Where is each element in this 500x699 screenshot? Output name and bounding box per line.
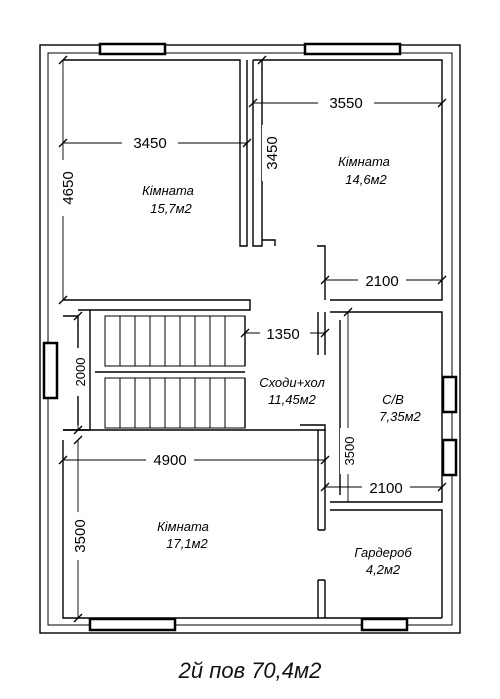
room-bottom-name: Кімната [157, 519, 209, 534]
dim-1350: 1350 [266, 326, 299, 343]
dim-3500-bottom: 3500 [72, 519, 89, 552]
wall-bath [330, 311, 443, 503]
window-left [42, 341, 59, 400]
dim-4650-v: 4650 [60, 171, 77, 204]
plan-caption: 2й пов 70,4м2 [178, 658, 322, 683]
window-right-lower [441, 438, 458, 477]
stairs [95, 315, 246, 429]
outer-wall [39, 44, 461, 634]
dim-4900-h: 4900 [153, 452, 186, 469]
wall-top-left-bottom [63, 299, 251, 311]
dim-3450-v: 3450 [264, 136, 281, 169]
dim-2000-v: 2000 [73, 358, 88, 387]
stairs-hall-area: 11,45м2 [268, 392, 316, 407]
stairs-hall-name: Сходи+хол [259, 375, 325, 390]
room-top-left-name: Кімната [142, 183, 194, 198]
bathroom-area: 7,35м2 [379, 409, 421, 424]
wall-bottom-inner [62, 440, 442, 619]
window-top-right [303, 42, 402, 56]
wall-hall-stub [317, 245, 326, 300]
dimension-labels: 3450 4650 3550 3450 2100 1350 2000 3500 … [53, 92, 410, 560]
wall-between [317, 430, 326, 530]
window-bottom-right [360, 617, 409, 632]
wardrobe-name: Гардероб [354, 545, 412, 560]
window-top-left [98, 42, 167, 56]
wall-stub-top [262, 239, 276, 246]
room-top-left-area: 15,7м2 [150, 201, 192, 216]
floor-plan: 3450 4650 3550 3450 2100 1350 2000 3500 … [39, 42, 461, 634]
window-bottom-left [88, 617, 177, 632]
room-top-right-area: 14,6м2 [345, 172, 387, 187]
room-top-right-name: Кімната [338, 154, 390, 169]
wall-wardrobe [317, 509, 443, 618]
dim-3500-bath: 3500 [342, 437, 357, 466]
stair-flight-upper [104, 315, 246, 367]
inner-outer-wall [47, 52, 453, 626]
window-right-upper [441, 375, 458, 414]
wall-top-left-room [63, 59, 248, 247]
wardrobe-area: 4,2м2 [366, 562, 401, 577]
dim-3550-h: 3550 [329, 95, 362, 112]
dim-3450-h: 3450 [133, 135, 166, 152]
dim-2100-lower: 2100 [369, 480, 402, 497]
room-bottom-area: 17,1м2 [166, 536, 208, 551]
dim-2100-upper: 2100 [365, 273, 398, 290]
bathroom-name: С/В [382, 392, 404, 407]
stair-flight-lower [104, 377, 246, 429]
room-labels: Кімната 15,7м2 Кімната 14,6м2 Сходи+хол … [142, 154, 421, 577]
wall-hall-lower [300, 424, 326, 431]
